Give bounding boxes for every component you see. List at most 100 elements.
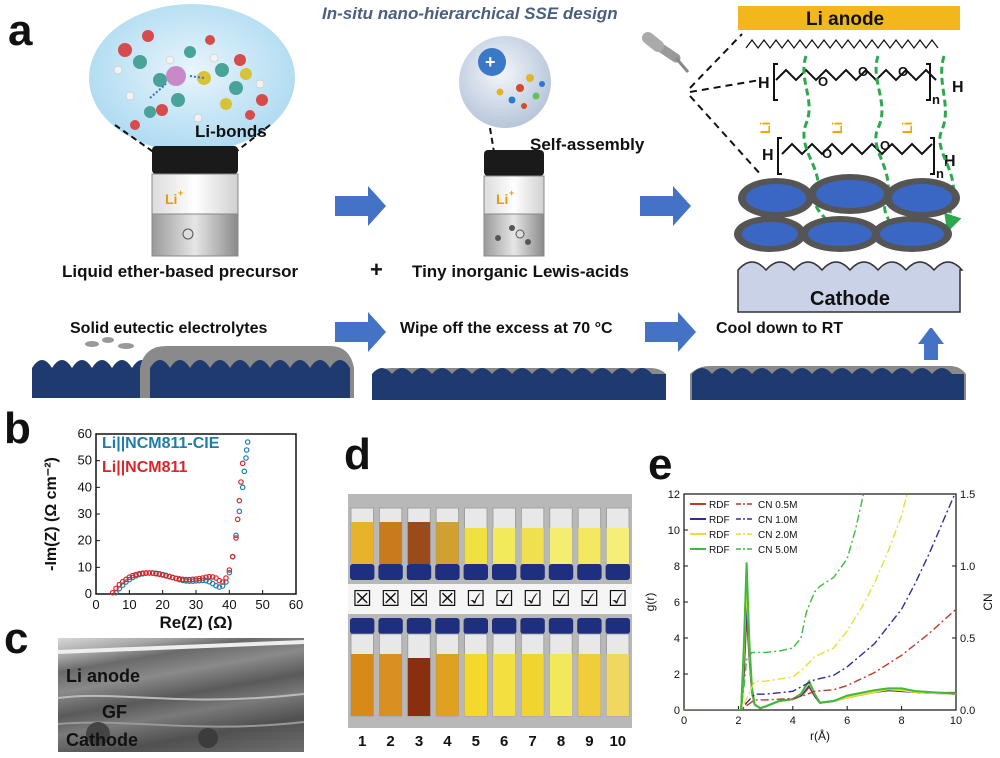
vial-top-cap — [577, 564, 602, 580]
y-tick-label: 50 — [78, 453, 92, 468]
cathode-base — [737, 261, 964, 313]
panel-a-title: In-situ nano-hierarchical SSE design — [322, 4, 618, 23]
li-ion-label-3: Li — [899, 122, 915, 134]
cathode-label: Cathode — [810, 288, 890, 310]
data-point — [193, 576, 199, 582]
li-ion-label-2: Li — [829, 122, 845, 134]
data-point — [136, 570, 143, 577]
vial-bottom-cap — [520, 618, 545, 634]
polymer-h-left-2: H — [762, 147, 774, 164]
data-point — [199, 575, 206, 581]
data-point — [146, 570, 153, 576]
sem-cathode-label: Cathode — [66, 730, 138, 750]
panel-b-letter: b — [4, 404, 31, 453]
data-point — [233, 532, 239, 539]
sem-gf-label: GF — [102, 702, 127, 722]
x-tick-label: 8 — [899, 715, 905, 727]
legend-rdf-label: RDF — [709, 530, 730, 541]
compatibility-mark: ☑ — [608, 586, 628, 611]
vial-bottom-cap — [463, 618, 488, 634]
vial-top-liquid — [436, 522, 459, 564]
arrow-right-2 — [640, 186, 691, 226]
svg-text:O: O — [822, 146, 832, 161]
li-ion-label-1: Li — [757, 122, 773, 134]
data-point — [173, 575, 179, 582]
vial-top-cap — [520, 564, 545, 580]
data-point — [129, 572, 136, 579]
data-point — [209, 574, 216, 580]
x-tick-label: 40 — [222, 597, 236, 612]
vial-number: 2 — [386, 733, 394, 750]
vial1-li-label: Li — [165, 191, 177, 207]
data-point — [203, 574, 209, 581]
sem-li-anode-label: Li anode — [66, 666, 141, 686]
data-point — [169, 574, 176, 581]
panel-a-schematic: Li-bonds Li + Liquid ether-based precurs… — [32, 4, 966, 400]
data-point — [233, 535, 239, 541]
x-tick-label: 30 — [189, 597, 203, 612]
y-axis-label: -Im(Z) (Ω cm⁻²) — [43, 457, 60, 571]
data-point — [243, 455, 249, 461]
vial-number: 10 — [609, 733, 626, 750]
vial-bottom-liquid — [464, 654, 487, 716]
data-point — [229, 553, 236, 560]
lewis-acid-label: Tiny inorganic Lewis-acids — [412, 262, 629, 281]
vial-top-cap — [435, 564, 460, 580]
vial-bottom-liquid — [521, 654, 544, 716]
x-axis-label: Re(Z) (Ω) — [159, 613, 232, 630]
vial-top-liquid — [606, 528, 629, 564]
vial-bottom-liquid — [407, 658, 431, 716]
panel-e-letter: e — [648, 440, 673, 489]
vial-top-liquid — [379, 522, 402, 564]
polymer-chain-low — [777, 137, 935, 175]
vial-top-liquid — [549, 528, 573, 564]
data-point — [243, 447, 250, 453]
legend-cn-label: CN 5.0M — [758, 545, 797, 556]
svg-text:+: + — [485, 52, 496, 72]
x-tick-label: 50 — [255, 597, 269, 612]
data-point — [239, 484, 246, 491]
li-bonds-label: Li-bonds — [195, 122, 267, 141]
y-tick-label: 10 — [668, 525, 680, 537]
data-point — [176, 576, 183, 582]
compatibility-mark: ☑ — [551, 586, 571, 611]
data-point — [159, 572, 166, 578]
data-point — [189, 576, 196, 583]
compatibility-mark: ☒ — [409, 586, 429, 611]
step1-label: Solid eutectic electrolytes — [70, 320, 268, 337]
legend-cn-label: CN 2.0M — [758, 530, 797, 541]
legend-entry: Li||NCM811 — [102, 459, 188, 476]
compatibility-mark: ☑ — [580, 586, 600, 611]
vial2-li-label: Li — [496, 191, 508, 207]
vial-bottom-cap — [435, 618, 460, 634]
step3-label: Cool down to RT — [716, 320, 843, 337]
arrow-right-3 — [335, 312, 386, 352]
vial-bottom-liquid — [549, 654, 573, 716]
plot-frame — [683, 493, 957, 711]
x-axis-label: r(Å) — [810, 728, 830, 743]
polymer-n-2: n — [936, 166, 944, 181]
data-point — [236, 508, 243, 515]
y-tick-label: 2 — [674, 669, 680, 681]
compatibility-mark: ☑ — [466, 586, 486, 611]
vial-number: 7 — [528, 733, 536, 750]
arrow-right-1 — [335, 186, 386, 226]
compatibility-mark: ☒ — [352, 586, 372, 611]
li-anode-bar — [738, 6, 960, 30]
data-point — [153, 570, 159, 577]
vial-bottom-liquid — [606, 654, 629, 716]
vial-bottom-cap — [350, 618, 375, 634]
data-point — [139, 570, 146, 577]
vial-bottom-liquid — [493, 654, 516, 716]
vial-number: 5 — [472, 733, 480, 750]
y-tick-label: 0 — [85, 586, 92, 601]
x-tick-label: 2 — [735, 715, 741, 727]
data-point — [234, 516, 241, 523]
data-point — [244, 439, 251, 445]
data-point — [196, 575, 203, 582]
vial-top-liquid — [407, 522, 431, 564]
li-bonds-bubble — [89, 4, 295, 152]
vial-top-cap — [605, 564, 630, 580]
polymer-chain-top — [745, 39, 939, 49]
sem-image — [58, 638, 304, 752]
